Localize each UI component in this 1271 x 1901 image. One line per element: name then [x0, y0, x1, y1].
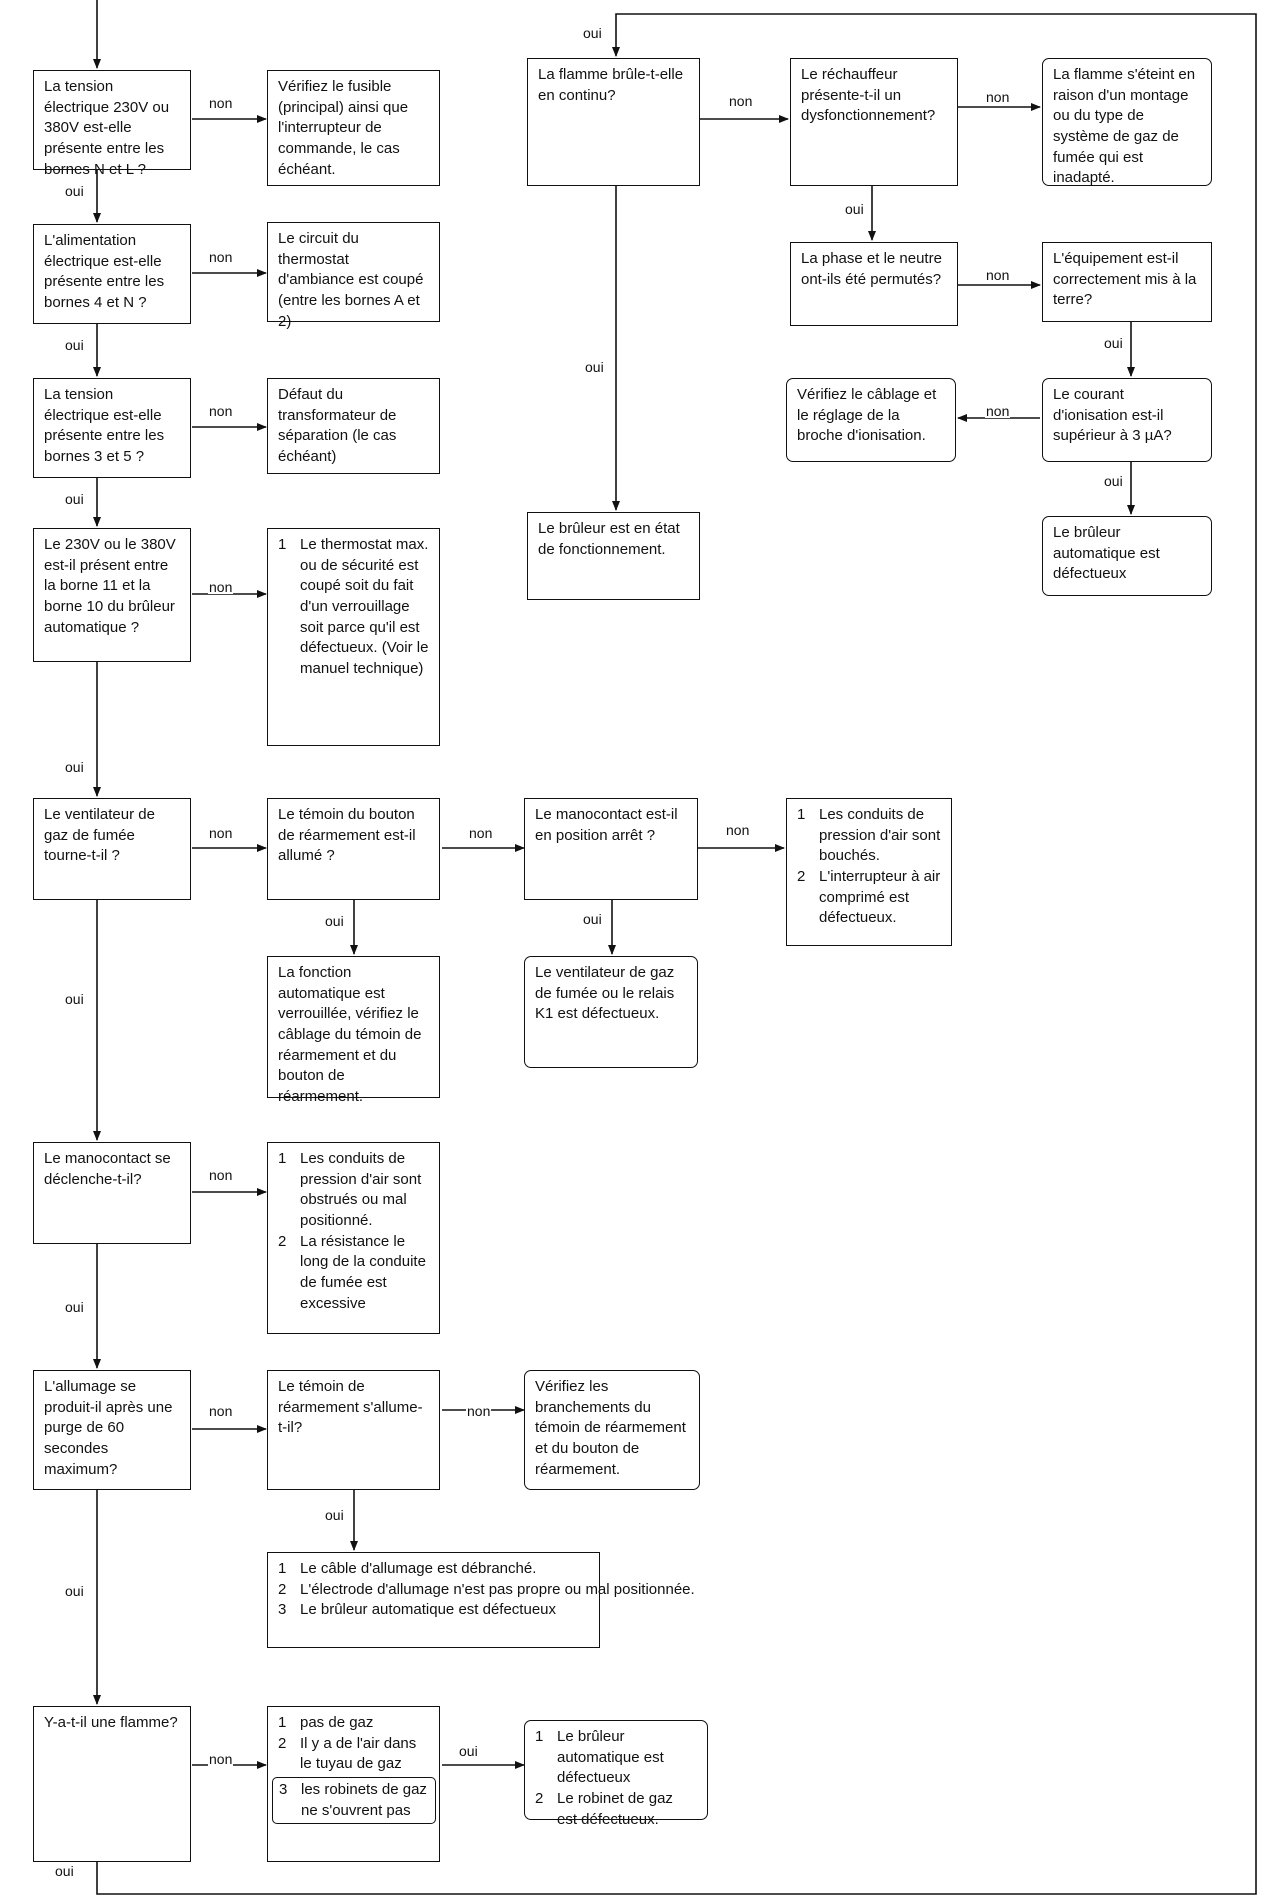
edge-label-non: non [985, 89, 1011, 105]
edge-label-non: non [208, 1751, 234, 1767]
question-box: Le témoin de réarmement s'allume-t-il? [267, 1370, 440, 1490]
edge-label-oui: oui [1103, 473, 1124, 489]
action-box: Le brûleur automatique est défectueux [1042, 516, 1212, 596]
question-box: Le 230V ou le 380V est-il présent entre … [33, 528, 191, 662]
edge-label-oui: oui [64, 337, 85, 353]
question-box: Le manocontact est-il en position arrêt … [524, 798, 698, 900]
edge-label-oui: oui [324, 1507, 345, 1523]
action-box: Le brûleur est en état de fonctionnement… [527, 512, 700, 600]
edge-label-oui: oui [844, 201, 865, 217]
action-box: Vérifiez le câblage et le réglage de la … [786, 378, 956, 462]
connector [96, 13, 1257, 1895]
edge-label-oui: oui [64, 1583, 85, 1599]
edge-label-oui: oui [54, 1863, 75, 1879]
edge-label-non: non [728, 93, 754, 109]
edge-label-oui: oui [64, 491, 85, 507]
edge-label-oui: oui [64, 183, 85, 199]
action-box: Défaut du transformateur de séparation (… [267, 378, 440, 474]
action-box: La flamme s'éteint en raison d'un montag… [1042, 58, 1212, 186]
question-box: L'alimentation électrique est-elle prése… [33, 224, 191, 324]
edge-label-oui: oui [64, 1299, 85, 1315]
question-box: Le réchauffeur présente-t-il un dysfonct… [790, 58, 958, 186]
question-box: Le manocontact se déclenche-t-il? [33, 1142, 191, 1244]
edge-label-non: non [466, 1403, 492, 1419]
edge-label-non: non [208, 403, 234, 419]
edge-label-non: non [208, 249, 234, 265]
question-box: La tension électrique 230V ou 380V est-e… [33, 70, 191, 178]
edge-label-non: non [208, 825, 234, 841]
edge-label-oui: oui [64, 991, 85, 1007]
edge-label-oui: oui [584, 359, 605, 375]
question-box: La tension électrique est-elle présente … [33, 378, 191, 478]
action-box: Vérifiez les branchements du témoin de r… [524, 1370, 700, 1490]
edge-label-oui: oui [64, 759, 85, 775]
action-box: Vérifiez le fusible (principal) ainsi qu… [267, 70, 440, 186]
question-box: Le témoin du bouton de réarmement est-il… [267, 798, 440, 900]
edge-label-oui: oui [582, 911, 603, 927]
edge-label-oui: oui [324, 913, 345, 929]
edge-label-non: non [985, 267, 1011, 283]
edge-label-non: non [208, 95, 234, 111]
question-box: La flamme brûle-t-elle en continu? [527, 58, 700, 186]
edge-label-non: non [208, 1167, 234, 1183]
question-box: Le ventilateur de gaz de fumée tourne-t-… [33, 798, 191, 900]
edge-label-non: non [725, 822, 751, 838]
action-box: Le ventilateur de gaz de fumée ou le rel… [524, 956, 698, 1068]
question-box: L'allumage se produit-il après une purge… [33, 1370, 191, 1490]
question-box: La phase et le neutre ont-ils été permut… [790, 242, 958, 326]
action-box: Le circuit du thermostat d'ambiance est … [267, 222, 440, 330]
question-box: L'équipement est-il correctement mis à l… [1042, 242, 1212, 322]
question-box: Le courant d'ionisation est-il supérieur… [1042, 378, 1212, 462]
edge-label-non: non [208, 579, 234, 595]
edge-label-oui: oui [458, 1743, 479, 1759]
edge-label-oui: oui [582, 25, 603, 41]
edge-label-non: non [985, 403, 1011, 419]
question-box: Y-a-t-il une flamme? [33, 1706, 191, 1862]
edge-label-oui: oui [1103, 335, 1124, 351]
edge-label-non: non [468, 825, 494, 841]
edge-label-non: non [208, 1403, 234, 1419]
action-box: La fonction automatique est verrouillée,… [267, 956, 440, 1105]
